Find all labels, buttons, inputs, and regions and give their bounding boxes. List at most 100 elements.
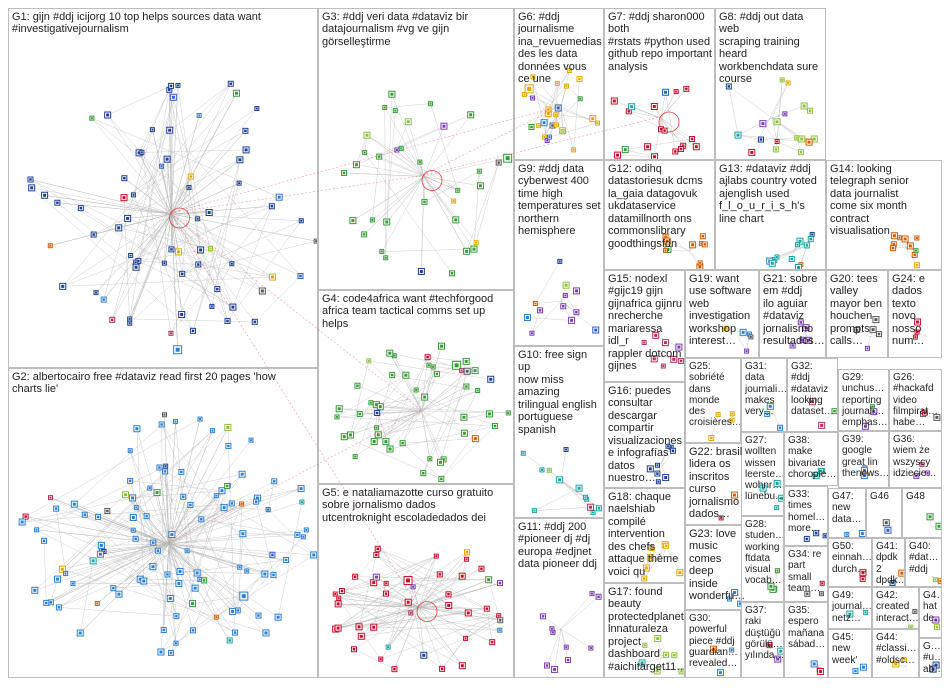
node — [725, 83, 732, 90]
node — [554, 104, 562, 112]
node — [663, 542, 670, 549]
group-label: G9: #ddj data cyberwest 400 time high te… — [518, 163, 601, 238]
node — [810, 135, 818, 143]
node — [779, 77, 785, 83]
node — [236, 156, 244, 164]
group-panel-g44: G44: #classi… #oldsc… — [872, 629, 919, 678]
node — [189, 327, 196, 334]
node — [595, 505, 602, 512]
group-edges — [924, 412, 937, 418]
node — [661, 541, 669, 549]
node — [862, 465, 868, 471]
node — [932, 577, 938, 583]
node — [242, 127, 249, 134]
node — [436, 458, 444, 466]
node — [530, 74, 536, 80]
node — [556, 476, 564, 484]
node — [559, 127, 567, 135]
group-nodes — [860, 465, 868, 480]
node — [149, 127, 155, 133]
node — [460, 429, 468, 437]
node — [716, 669, 724, 677]
group-edges — [770, 570, 778, 590]
node — [424, 354, 431, 361]
node — [562, 281, 570, 289]
group-label: G40: #dat… #ddj — [909, 541, 939, 575]
group-label: G15: nodexl #gijc19 gijn gijnafrica gijn… — [608, 273, 682, 372]
group-nodes — [764, 402, 784, 431]
node — [774, 139, 780, 145]
node — [463, 383, 470, 390]
group-nodes — [844, 530, 865, 537]
node — [773, 118, 781, 126]
node — [485, 576, 493, 584]
node — [398, 145, 404, 151]
group-panel-g20: G20: tees valley mayor ben houchen promp… — [826, 270, 888, 358]
node — [789, 342, 796, 349]
group-network-g42 — [905, 609, 918, 628]
node — [356, 411, 363, 418]
node — [109, 316, 116, 323]
node — [483, 605, 490, 612]
group-panel-g16: G16: puedes consultar descargar comparti… — [604, 382, 685, 488]
group-network-g38 — [812, 468, 826, 480]
node — [587, 503, 595, 511]
group-panel-g15: G15: nodexl #gijc19 gijn gijnafrica gijn… — [604, 270, 685, 382]
node — [224, 423, 232, 431]
node — [478, 565, 485, 572]
node — [300, 534, 306, 540]
node — [914, 318, 922, 326]
node — [890, 241, 897, 248]
node — [310, 551, 317, 559]
node — [662, 474, 670, 482]
node — [189, 600, 197, 608]
node — [191, 584, 199, 592]
group-network-g10 — [520, 447, 602, 515]
node — [385, 644, 391, 650]
node — [660, 363, 666, 369]
node — [678, 145, 685, 152]
node — [255, 612, 262, 619]
node — [647, 554, 655, 562]
node — [27, 176, 34, 183]
group-edges — [807, 583, 823, 595]
group-label: G19: want use software web investigation… — [689, 273, 752, 348]
node — [901, 657, 907, 663]
group-edges — [849, 612, 866, 620]
node — [648, 544, 655, 551]
node — [554, 80, 560, 86]
group-nodes — [890, 232, 921, 269]
group-network-g51 — [929, 661, 940, 673]
node — [654, 635, 662, 643]
node — [932, 616, 940, 624]
node — [589, 591, 595, 597]
node — [229, 303, 237, 311]
node — [777, 647, 783, 655]
node — [48, 495, 54, 501]
group-edges — [864, 467, 875, 476]
group-nodes — [641, 541, 684, 582]
node — [560, 129, 566, 135]
node — [914, 262, 921, 269]
group-label: G2: albertocairo free #dataviz read firs… — [12, 371, 276, 396]
node — [809, 231, 815, 237]
node — [132, 263, 140, 271]
group-panel-g10: G10: free sign up now miss amazing trili… — [514, 346, 604, 518]
group-nodes — [708, 411, 735, 441]
group-panel-g7: G7: #ddj sharon000 both #rstats #python … — [604, 8, 715, 160]
node — [417, 159, 423, 165]
node — [225, 442, 232, 449]
node — [697, 260, 703, 266]
node — [771, 257, 778, 264]
node — [426, 362, 432, 368]
node — [209, 303, 215, 309]
node — [804, 590, 811, 597]
node — [169, 93, 177, 101]
group-edges — [855, 666, 864, 672]
node — [654, 470, 661, 477]
node — [676, 569, 684, 577]
node — [808, 398, 816, 406]
group-panel-g27: G27: wollten wissen leerste… wohnr… lüne… — [741, 432, 784, 516]
group-label: G7: #ddj sharon000 both #rstats #python … — [608, 11, 712, 73]
group-panel-g14: G14: looking telegraph senior data journ… — [826, 160, 942, 270]
